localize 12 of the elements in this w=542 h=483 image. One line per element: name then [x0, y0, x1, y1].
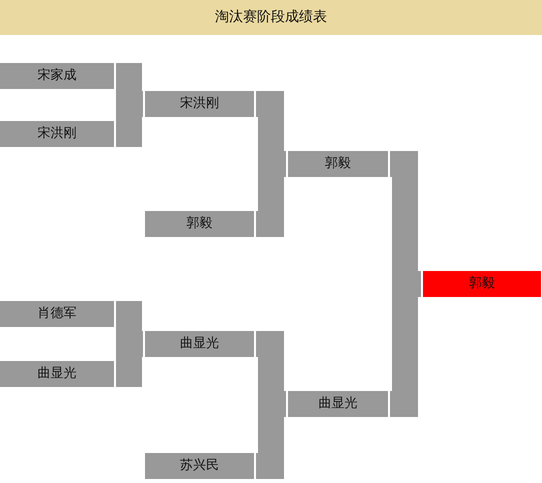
title-banner: 淘汰赛阶段成绩表 [0, 0, 542, 35]
player-box: 曲显光 [145, 331, 254, 357]
player-box: 苏兴民 [145, 453, 254, 479]
player-box: 宋洪刚 [145, 91, 254, 117]
player-box: 宋洪刚 [0, 121, 114, 147]
player-box: 郭毅 [288, 151, 388, 177]
player-box: 曲显光 [288, 391, 388, 417]
player-box: 宋家成 [0, 63, 114, 89]
player-box: 曲显光 [0, 361, 114, 387]
player-box: 肖德军 [0, 301, 114, 327]
player-box: 郭毅 [145, 211, 254, 237]
winner-box: 郭毅 [423, 271, 541, 297]
